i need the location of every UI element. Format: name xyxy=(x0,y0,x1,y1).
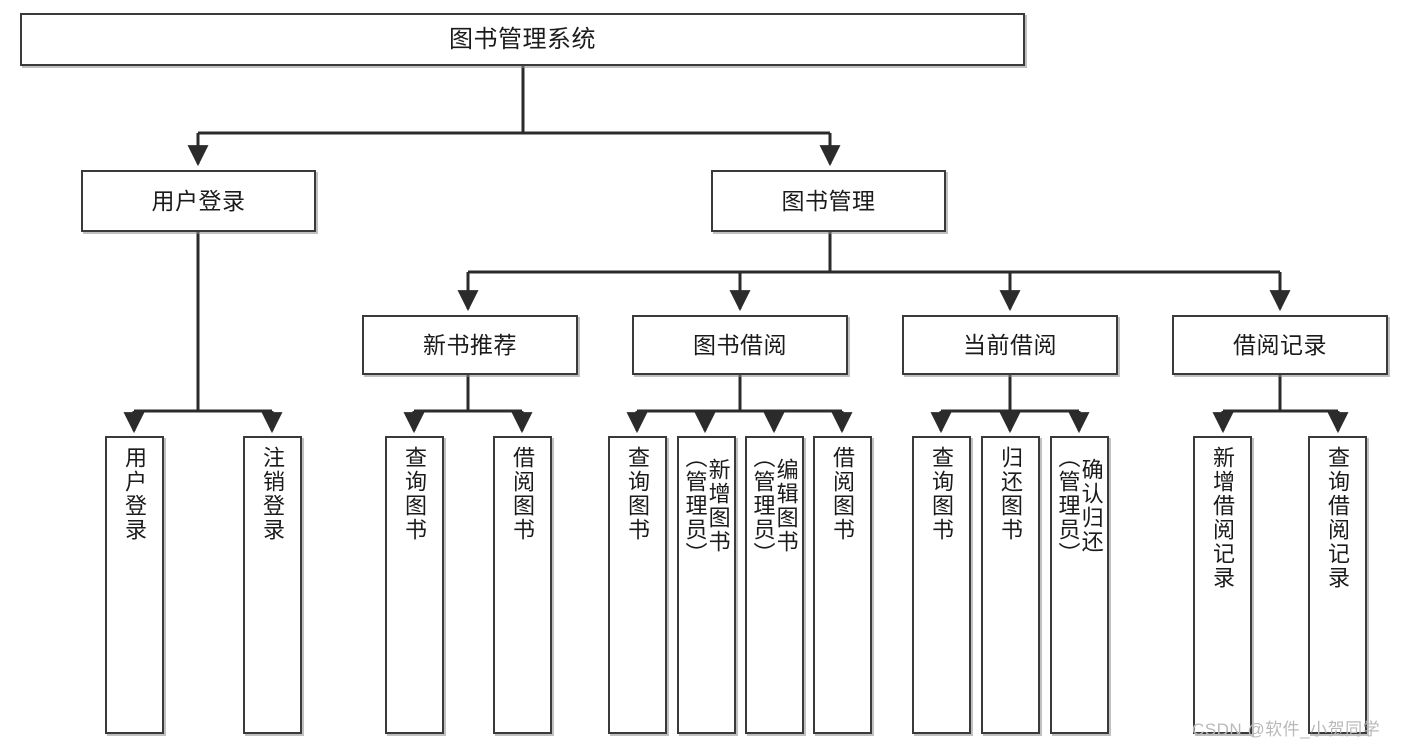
node-leaf-add-record[interactable]: 新增借阅记录 xyxy=(1193,436,1252,734)
node-new-book-recommend[interactable]: 新书推荐 xyxy=(362,315,578,375)
node-leaf-query-record[interactable]: 查询借阅记录 xyxy=(1308,436,1367,734)
node-user-login-label: 用户登录 xyxy=(151,187,246,214)
node-leaf-user-login[interactable]: 用户登录 xyxy=(105,436,164,734)
node-current-borrow-label: 当前借阅 xyxy=(963,331,1057,358)
node-leaf-return-book[interactable]: 归还图书 xyxy=(981,436,1040,734)
node-user-login[interactable]: 用户登录 xyxy=(81,170,316,232)
node-leaf-borrow-book-1-label: 借阅图书 xyxy=(510,446,536,542)
node-leaf-query-book-1-label: 查询图书 xyxy=(402,446,428,542)
node-leaf-user-logout[interactable]: 注销登录 xyxy=(243,436,302,734)
node-root-label: 图书管理系统 xyxy=(449,25,596,53)
node-book-borrow[interactable]: 图书借阅 xyxy=(632,315,848,375)
node-leaf-user-logout-label: 注销登录 xyxy=(260,446,286,542)
node-leaf-query-book-1[interactable]: 查询图书 xyxy=(385,436,444,734)
node-borrow-record-label: 借阅记录 xyxy=(1233,331,1327,358)
node-leaf-query-book-3[interactable]: 查询图书 xyxy=(912,436,971,734)
csdn-watermark: CSDN @软件_小贺同学 xyxy=(1192,720,1381,739)
node-leaf-add-book[interactable]: 新增图书 （管理员） xyxy=(677,436,736,734)
node-leaf-add-book-label: 新增图书 （管理员） xyxy=(682,446,731,566)
node-book-borrow-label: 图书借阅 xyxy=(693,331,787,358)
node-leaf-edit-book-label: 编辑图书 （管理员） xyxy=(750,446,799,566)
node-leaf-confirm-return[interactable]: 确认归还 （管理员） xyxy=(1050,436,1109,734)
node-leaf-return-book-label: 归还图书 xyxy=(998,446,1024,542)
node-root[interactable]: 图书管理系统 xyxy=(20,13,1025,66)
node-leaf-borrow-book-1[interactable]: 借阅图书 xyxy=(493,436,552,734)
node-leaf-query-book-2[interactable]: 查询图书 xyxy=(608,436,667,734)
node-new-book-recommend-label: 新书推荐 xyxy=(423,331,517,358)
node-leaf-borrow-book-2[interactable]: 借阅图书 xyxy=(813,436,872,734)
node-leaf-add-record-label: 新增借阅记录 xyxy=(1210,446,1236,590)
node-borrow-record[interactable]: 借阅记录 xyxy=(1172,315,1388,375)
node-book-manage-label: 图书管理 xyxy=(781,187,876,214)
node-leaf-borrow-book-2-label: 借阅图书 xyxy=(830,446,856,542)
node-leaf-query-record-label: 查询借阅记录 xyxy=(1325,446,1351,590)
node-book-manage[interactable]: 图书管理 xyxy=(711,170,946,232)
node-leaf-edit-book[interactable]: 编辑图书 （管理员） xyxy=(745,436,804,734)
node-leaf-query-book-3-label: 查询图书 xyxy=(929,446,955,542)
node-leaf-user-login-label: 用户登录 xyxy=(122,446,148,542)
node-current-borrow[interactable]: 当前借阅 xyxy=(902,315,1118,375)
node-leaf-confirm-return-label: 确认归还 （管理员） xyxy=(1055,446,1104,566)
node-leaf-query-book-2-label: 查询图书 xyxy=(625,446,651,542)
